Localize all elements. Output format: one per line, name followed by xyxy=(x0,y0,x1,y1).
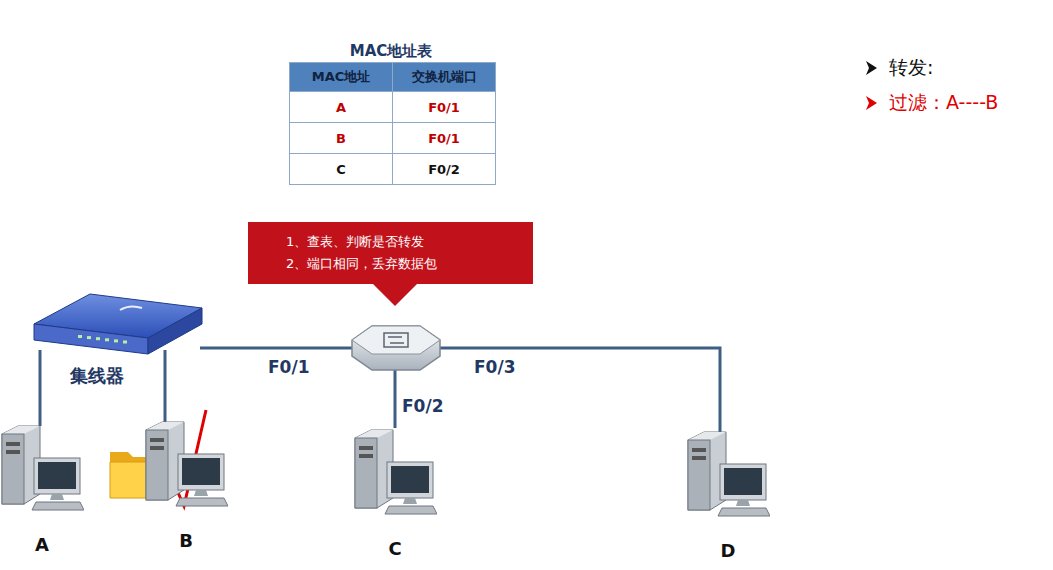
computer-label: B xyxy=(144,530,228,551)
computer-label: A xyxy=(0,534,84,555)
hub-icon xyxy=(30,288,205,358)
callout-text: 2、端口相同，丢弃数据包 xyxy=(286,253,523,275)
cell-text: B xyxy=(290,131,392,146)
cell-text: 交换机端口 xyxy=(393,68,495,86)
table-cell: 交换机端口 xyxy=(393,63,496,92)
hub-device: 集线器 xyxy=(30,288,205,388)
table-cell: A xyxy=(290,92,393,123)
mac-table: MAC地址交换机端口AF0/1BF0/1CF0/2 xyxy=(289,62,496,185)
computer-icon xyxy=(686,430,770,518)
callout-pointer xyxy=(372,283,418,306)
computer-node: B xyxy=(144,420,228,551)
table-cell: C xyxy=(290,154,393,185)
cell-text: F0/2 xyxy=(393,162,495,177)
table-title: MAC地址表 xyxy=(289,42,493,61)
table-row: BF0/1 xyxy=(290,123,496,154)
cell-text: MAC地址 xyxy=(290,68,392,86)
table-cell: MAC地址 xyxy=(290,63,393,92)
computer-label: D xyxy=(686,540,770,561)
cell-text: F0/1 xyxy=(393,100,495,115)
callout-box: 1、查表、判断是否转发2、端口相同，丢弃数据包 xyxy=(248,222,533,284)
port-label: F0/1 xyxy=(268,357,309,377)
table-row: CF0/2 xyxy=(290,154,496,185)
callout-text: 1、查表、判断是否转发 xyxy=(286,231,523,253)
network-wire xyxy=(39,350,42,426)
computer-node: D xyxy=(686,430,770,561)
table-row: AF0/1 xyxy=(290,92,496,123)
port-label: F0/3 xyxy=(474,357,515,377)
table-cell: F0/1 xyxy=(393,92,496,123)
cell-text: A xyxy=(290,100,392,115)
network-wire xyxy=(200,348,720,440)
computer-icon xyxy=(353,428,437,516)
table-cell: F0/1 xyxy=(393,123,496,154)
computer-icon xyxy=(144,420,228,508)
bullet-text: 转发: xyxy=(889,55,933,81)
table-cell: F0/2 xyxy=(393,154,496,185)
computer-icon xyxy=(0,424,84,512)
port-label: F0/2 xyxy=(402,396,443,416)
computer-node: C xyxy=(353,428,437,559)
computer-node: A xyxy=(0,424,84,555)
computer-label: C xyxy=(353,538,437,559)
bullet-arrow xyxy=(866,61,877,110)
network-wire xyxy=(164,350,167,422)
bullet-text: 过滤：A----B xyxy=(889,90,998,116)
table-row: MAC地址交换机端口 xyxy=(290,63,496,92)
switch-icon xyxy=(352,326,440,370)
device-label: 集线器 xyxy=(70,364,124,388)
table-cell: B xyxy=(290,123,393,154)
cell-text: F0/1 xyxy=(393,131,495,146)
cell-text: C xyxy=(290,162,392,177)
